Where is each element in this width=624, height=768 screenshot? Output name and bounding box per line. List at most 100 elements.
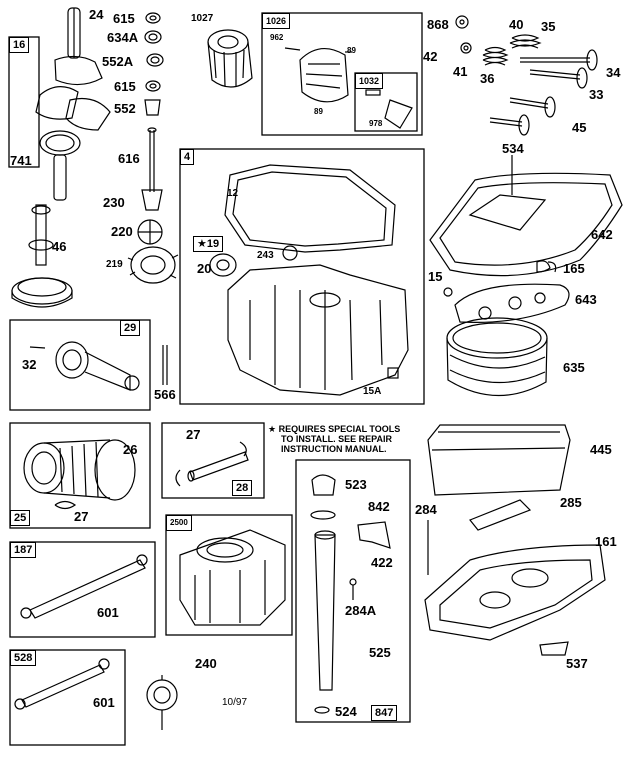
air-filter-parts-drawing <box>443 260 570 397</box>
callout-89-upper: 89 <box>347 46 356 55</box>
crankshaft-drawing <box>35 7 111 201</box>
callout-643: 643 <box>575 292 597 307</box>
callout-616: 616 <box>118 151 140 166</box>
callout-41: 41 <box>453 64 468 79</box>
callout-601-upper: 601 <box>97 605 119 620</box>
box-label-28: 28 <box>232 480 253 496</box>
callout-525: 525 <box>369 645 391 660</box>
callout-45: 45 <box>572 120 587 135</box>
frame-piston-pin <box>161 422 265 499</box>
callout-165: 165 <box>563 261 585 276</box>
box-label-4: 4 <box>180 149 195 165</box>
box-label-25: 25 <box>10 510 31 526</box>
breather-drawing <box>284 47 413 129</box>
frame-breather <box>261 12 423 136</box>
callout-161: 161 <box>595 534 617 549</box>
callout-34: 34 <box>606 65 621 80</box>
callout-962: 962 <box>270 33 284 42</box>
callout-24: 24 <box>89 7 104 22</box>
note-line-3: INSTRUCTION MANUAL. <box>281 444 387 454</box>
callout-240: 240 <box>195 656 217 671</box>
callout-635: 635 <box>563 360 585 375</box>
box-label-2500: 2500 <box>166 515 192 531</box>
frame-dipstick-tube <box>295 459 411 723</box>
box-label-187: 187 <box>10 542 37 558</box>
callout-445: 445 <box>590 442 612 457</box>
callout-15: 15 <box>428 269 443 284</box>
callout-285: 285 <box>560 495 582 510</box>
callout-284: 284 <box>415 502 437 517</box>
callout-35: 35 <box>541 19 556 34</box>
callout-615-upper: 615 <box>113 11 135 26</box>
note-line-1: ★ REQUIRES SPECIAL TOOLS <box>268 424 401 434</box>
box-label-19: ★19 <box>193 236 224 252</box>
box-label-1026: 1026 <box>262 13 291 29</box>
callout-523: 523 <box>345 477 367 492</box>
oil-filter-drawing <box>207 29 253 88</box>
callout-422: 422 <box>371 555 393 570</box>
date-code: 10/97 <box>222 697 248 708</box>
frame-crankshaft <box>8 36 40 168</box>
box-label-16: 16 <box>9 37 30 53</box>
box-label-847: 847 <box>371 705 398 721</box>
callout-552: 552 <box>114 101 136 116</box>
callout-230: 230 <box>103 195 125 210</box>
callout-615-lower: 615 <box>114 79 136 94</box>
callout-601-lower: 601 <box>93 695 115 710</box>
callout-15a: 15A <box>363 386 382 397</box>
connecting-rod-drawing <box>29 341 168 391</box>
callout-741: 741 <box>10 153 32 168</box>
callout-537: 537 <box>566 656 588 671</box>
frame-short-block <box>165 514 293 636</box>
callout-566: 566 <box>154 387 176 402</box>
governor-gear-drawing <box>11 204 73 308</box>
callout-12: 12 <box>227 188 239 199</box>
group-frames <box>8 12 425 746</box>
callout-27-pin: 27 <box>186 427 201 442</box>
callout-642: 642 <box>591 227 613 242</box>
callout-552a: 552A <box>102 54 134 69</box>
callout-534: 534 <box>502 141 524 156</box>
callout-868: 868 <box>427 17 449 32</box>
callout-284a: 284A <box>345 603 377 618</box>
frame-crankcase <box>179 148 425 405</box>
callout-634a: 634A <box>107 30 139 45</box>
air-cleaner-base-drawing <box>424 424 606 656</box>
note-line-2: TO INSTALL. SEE REPAIR <box>281 434 393 444</box>
callout-89-lower: 89 <box>314 107 323 116</box>
dipstick-tube-drawing <box>310 474 391 714</box>
fuel-tubes-drawing <box>14 554 148 710</box>
seals-bearings-drawing <box>127 12 179 284</box>
callout-36: 36 <box>480 71 495 86</box>
frame-breather-sub <box>354 72 418 132</box>
callout-32: 32 <box>22 357 37 372</box>
piston-pin-drawing <box>175 441 249 487</box>
callout-978: 978 <box>369 119 383 128</box>
callout-1027: 1027 <box>191 13 214 24</box>
callout-26: 26 <box>123 442 138 457</box>
frame-tube-lower <box>9 649 126 746</box>
callout-27-sleeve: 27 <box>74 509 89 524</box>
crankcase-cover-drawing <box>209 164 409 396</box>
fuel-filter-drawing <box>146 675 178 730</box>
frame-cylinder-sleeve <box>9 422 151 529</box>
box-label-29: 29 <box>120 320 141 336</box>
callout-842: 842 <box>368 499 390 514</box>
valves-drawing <box>455 15 598 136</box>
callout-33: 33 <box>589 87 604 102</box>
box-label-1032: 1032 <box>355 73 384 89</box>
callout-42: 42 <box>423 49 438 64</box>
frame-connecting-rod <box>9 319 151 411</box>
callout-220: 220 <box>111 224 133 239</box>
short-block-drawing <box>179 529 286 626</box>
callout-243: 243 <box>257 250 274 261</box>
box-label-528: 528 <box>10 650 37 666</box>
callout-46: 46 <box>52 239 67 254</box>
callout-219: 219 <box>106 259 123 270</box>
callout-40: 40 <box>509 17 524 32</box>
callout-524: 524 <box>335 704 357 719</box>
frame-tube-upper <box>9 541 156 638</box>
cylinder-sleeve-drawing <box>23 439 136 510</box>
